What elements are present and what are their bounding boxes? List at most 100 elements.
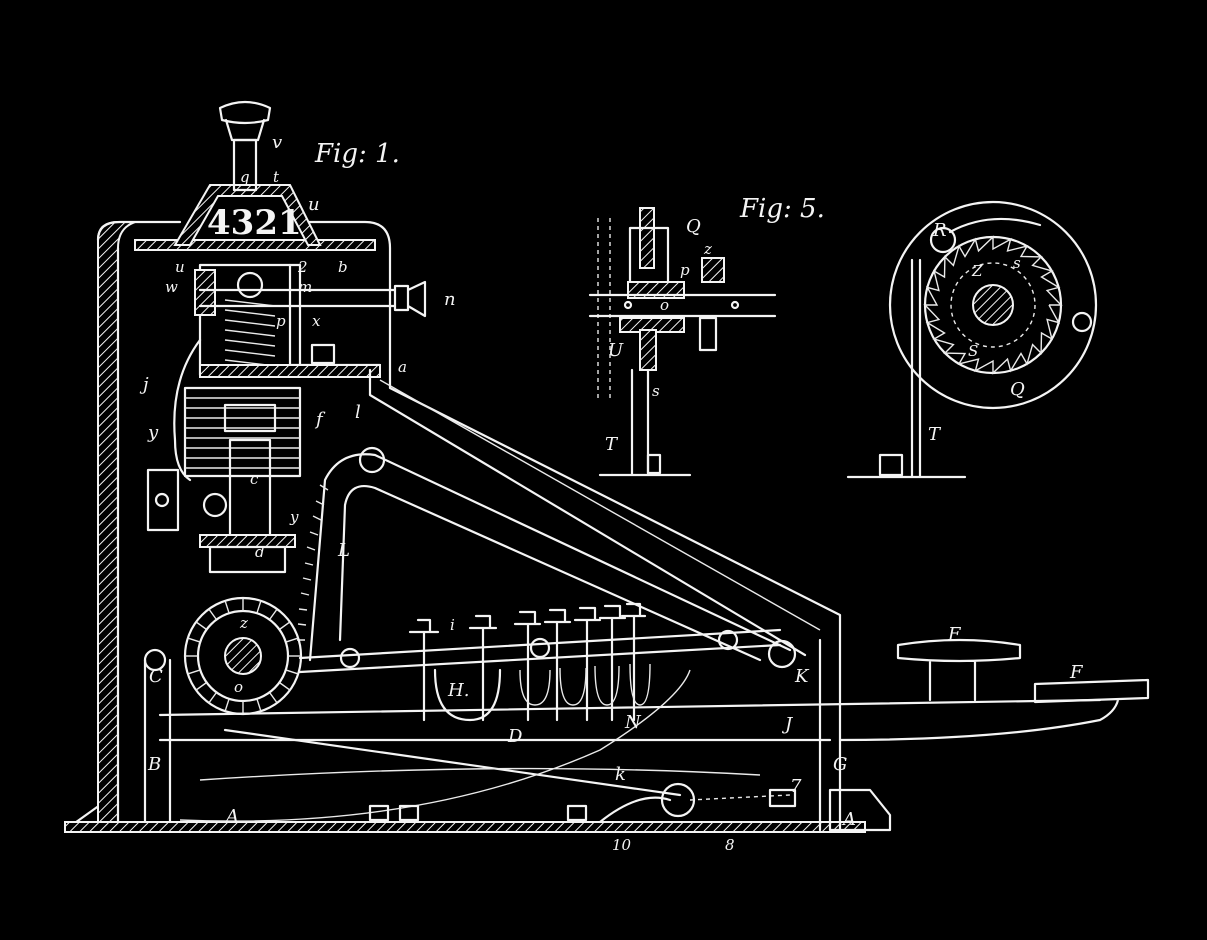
wheel-label-Z: Z — [971, 262, 983, 280]
label-d: d — [255, 543, 265, 561]
label-10: 10 — [612, 836, 632, 854]
label-D: D — [507, 726, 523, 747]
bracket-plate — [146, 468, 180, 532]
label-F-upper: F — [947, 624, 962, 645]
counter-display: 4321 — [207, 203, 302, 243]
figure-1: 4321 — [63, 100, 1150, 833]
label-A-left: A — [224, 806, 239, 827]
wheel-T-post — [846, 258, 967, 479]
wheel-label-s1: s — [1013, 254, 1021, 272]
label-q: q — [240, 168, 250, 186]
label-t: t — [273, 168, 280, 186]
lever-k — [223, 728, 682, 797]
label-y-left: y — [147, 422, 159, 443]
label-f: f — [314, 409, 326, 430]
label-J: J — [781, 714, 794, 735]
gear-tooth — [285, 637, 299, 643]
fig5-Q-plate — [639, 207, 655, 269]
spring-loops — [519, 663, 651, 706]
wedge-w — [194, 269, 216, 316]
fig5-label-Q: Q — [686, 216, 701, 237]
label-a: a — [398, 358, 407, 376]
label-H: H. — [447, 680, 469, 701]
gear-tooth — [187, 669, 201, 675]
gear-tooth — [195, 621, 208, 631]
bar-J — [158, 698, 1102, 742]
label-b: b — [338, 258, 348, 276]
pinion-gear — [183, 596, 303, 716]
base-plate-bar — [64, 821, 866, 833]
label-o-gear: o — [234, 678, 243, 696]
wheel-label-s2: S — [968, 342, 978, 360]
inner-dotted-ring — [950, 262, 1036, 348]
gear-tooth — [278, 621, 291, 631]
type-wheel-stack — [183, 386, 302, 542]
label-m: m — [298, 278, 312, 296]
fig5-label-z: z — [703, 240, 712, 258]
bracket-screw — [154, 492, 170, 508]
bar-screw-left — [339, 647, 361, 669]
ratchet-teeth — [923, 235, 1063, 375]
printing-pad — [199, 534, 296, 548]
label-A-right: A — [841, 809, 856, 830]
gear-tooth — [278, 681, 291, 691]
label-u-left: u — [175, 258, 185, 276]
label-p: p — [276, 312, 286, 330]
label-u-top: u — [308, 194, 320, 215]
wheel-label-Q: Q — [1010, 379, 1025, 400]
top-plate — [134, 239, 376, 251]
sector-teeth — [297, 484, 329, 641]
labels: Fig: 1. Fig: 5. v q t u u 2 b w m n p x … — [139, 132, 1084, 854]
pivot-K — [767, 639, 797, 669]
gear-tooth — [285, 669, 299, 675]
fig5-label-s: s — [652, 382, 660, 400]
wheel-label-R: R — [932, 220, 947, 241]
label-B: B — [147, 754, 161, 775]
label-8: 8 — [725, 836, 735, 854]
fig5-hole-left — [623, 300, 633, 310]
base-right-foot — [828, 788, 892, 832]
bar-a — [199, 364, 381, 378]
gear-tooth — [208, 608, 218, 621]
fig5-hole-right — [730, 300, 740, 310]
gear-tooth — [195, 681, 208, 691]
label-N: N — [624, 712, 642, 733]
counter-housing — [173, 184, 322, 246]
gear-tooth — [268, 691, 278, 704]
label-F-lower: F — [1069, 662, 1084, 683]
label-C: C — [149, 666, 163, 687]
screw-c — [202, 492, 228, 518]
left-column — [97, 221, 136, 823]
gear-tooth — [268, 608, 278, 621]
fig5-T-post — [598, 368, 692, 477]
wheel-label-T: T — [928, 424, 942, 445]
label-k: k — [615, 764, 626, 785]
ratchet-view — [846, 200, 1098, 479]
sector-lever-L — [308, 453, 792, 662]
label-l: l — [355, 402, 361, 423]
pawl — [948, 217, 1042, 234]
label-x: x — [312, 312, 321, 330]
sloped-arm — [368, 368, 842, 832]
rod-to-knob — [198, 288, 397, 308]
spring-coil — [224, 299, 276, 367]
pedal-F-upper — [896, 638, 1022, 702]
outer-disc — [888, 200, 1098, 410]
screw-right — [1071, 311, 1093, 333]
gear-tooth — [208, 691, 218, 704]
gear-tooth — [256, 600, 262, 614]
fig5-stem — [639, 329, 657, 371]
label-K: K — [794, 666, 810, 687]
label-y-right: y — [289, 508, 299, 526]
wheel-T-foot — [878, 453, 904, 477]
ratchet-hub — [972, 284, 1014, 326]
pedal-F-lower — [838, 678, 1150, 742]
gear-tooth — [224, 600, 230, 614]
hook-10 — [598, 796, 672, 824]
label-7: 7 — [790, 776, 802, 797]
sector-pivot — [358, 446, 386, 474]
cord — [179, 669, 761, 822]
label-z-gear: z — [239, 614, 248, 632]
spring-H — [433, 668, 502, 722]
